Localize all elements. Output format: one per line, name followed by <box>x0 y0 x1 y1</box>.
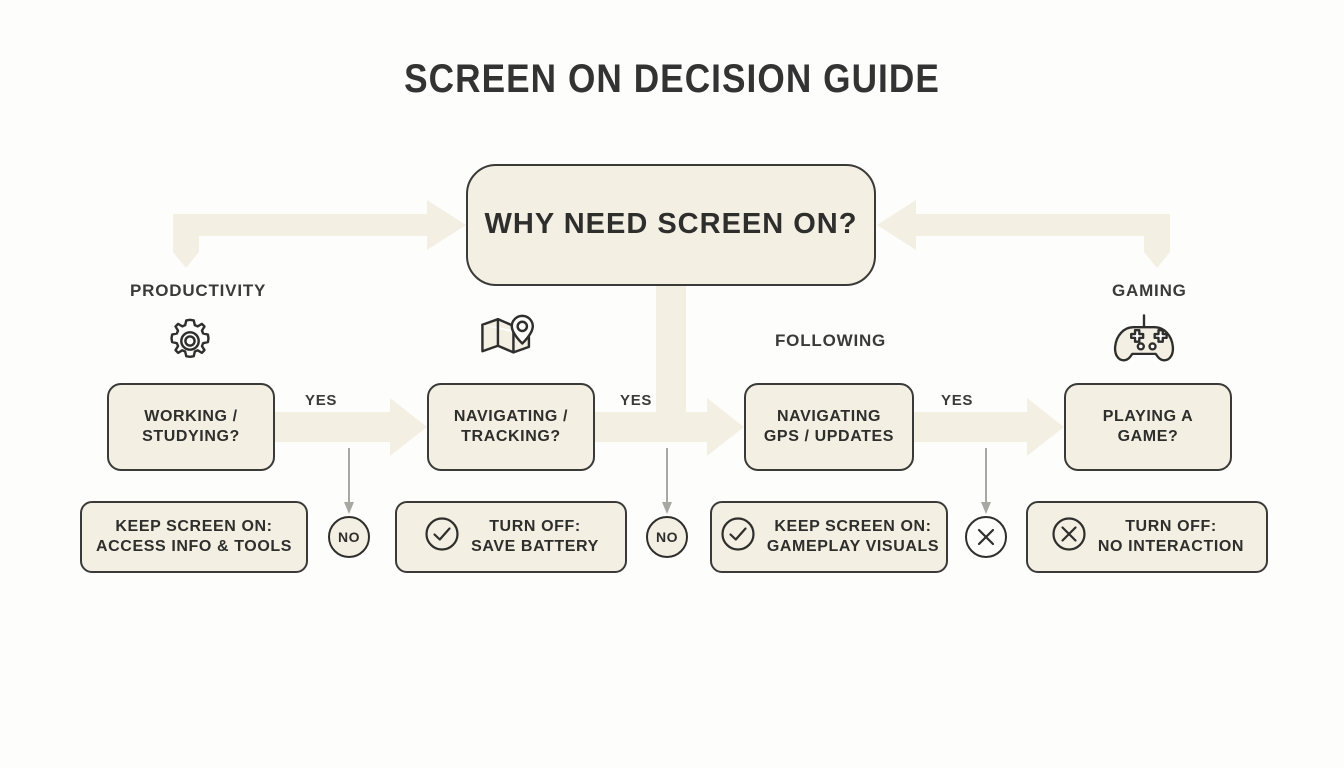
category-label-productivity: PRODUCTIVITY <box>130 281 267 300</box>
question-line-2: GAME? <box>1117 428 1179 445</box>
outcome-node-label: KEEP SCREEN ON: ACCESS INFO & TOOLS <box>96 517 292 558</box>
check-circle-icon <box>423 515 461 559</box>
outcome-node-turn-off-no-interaction[interactable]: TURN OFF: NO INTERACTION <box>1026 501 1268 573</box>
outcome-line-2: ACCESS INFO & TOOLS <box>96 538 293 555</box>
question-line-1: WORKING / <box>144 407 238 425</box>
edge-label-yes-3: YES <box>941 392 974 409</box>
outcome-line-1: TURN OFF: <box>489 517 581 535</box>
x-circle-icon <box>1050 515 1088 559</box>
question-line-1: NAVIGATING <box>776 407 882 425</box>
question-line-2: GPS / UPDATES <box>763 428 895 445</box>
root-node[interactable]: WHY NEED SCREEN ON? <box>466 164 876 286</box>
check-circle-icon <box>719 515 757 559</box>
outcome-node-label: KEEP SCREEN ON: GAMEPLAY VISUALS <box>767 517 939 558</box>
question-line-1: PLAYING A <box>1102 407 1194 425</box>
outcome-line-1: KEEP SCREEN ON: <box>115 517 273 535</box>
category-label-following: FOLLOWING <box>775 331 887 350</box>
outcome-line-2: NO INTERACTION <box>1097 538 1245 555</box>
badge-no-2: NO <box>646 516 688 558</box>
question-node-navigating-gps[interactable]: NAVIGATING GPS / UPDATES <box>744 383 914 471</box>
outcome-node-keep-screen-on-gameplay[interactable]: KEEP SCREEN ON: GAMEPLAY VISUALS <box>710 501 948 573</box>
x-icon <box>977 528 995 546</box>
outcome-line-2: SAVE BATTERY <box>471 538 599 555</box>
outcome-line-1: TURN OFF: <box>1125 517 1217 535</box>
arrow-yes-1 <box>275 398 427 456</box>
badge-no-1: NO <box>328 516 370 558</box>
badge-x-circle-3 <box>965 516 1007 558</box>
question-line-2: STUDYING? <box>142 428 240 445</box>
question-node-label: NAVIGATING GPS / UPDATES <box>764 407 894 448</box>
connector-no-3 <box>981 448 991 514</box>
arrow-yes-2 <box>595 398 744 456</box>
arrow-root-to-productivity <box>173 200 466 268</box>
badge-label: NO <box>656 529 678 545</box>
outcome-node-label: TURN OFF: SAVE BATTERY <box>471 517 599 558</box>
connector-no-2 <box>662 448 672 514</box>
arrow-root-stem <box>656 286 686 434</box>
outcome-node-turn-off-save-battery[interactable]: TURN OFF: SAVE BATTERY <box>395 501 627 573</box>
question-line-2: TRACKING? <box>461 428 561 445</box>
gear-icon <box>161 312 219 375</box>
edge-label-yes-2: YES <box>620 392 653 409</box>
gamepad-icon <box>1112 312 1176 373</box>
connector-no-1 <box>344 448 354 514</box>
outcome-node-keep-screen-on-access[interactable]: KEEP SCREEN ON: ACCESS INFO & TOOLS <box>80 501 308 573</box>
edge-label-yes-1: YES <box>305 392 338 409</box>
arrow-root-to-gaming <box>877 200 1170 268</box>
map-pin-icon <box>478 310 540 371</box>
question-node-label: WORKING / STUDYING? <box>142 407 240 448</box>
category-label-gaming: GAMING <box>1112 281 1187 300</box>
outcome-line-1: KEEP SCREEN ON: <box>774 517 932 535</box>
question-node-navigating-tracking[interactable]: NAVIGATING / TRACKING? <box>427 383 595 471</box>
question-node-label: NAVIGATING / TRACKING? <box>454 407 568 448</box>
question-node-label: PLAYING A GAME? <box>1103 407 1193 448</box>
badge-label: NO <box>338 529 360 545</box>
question-node-playing-game[interactable]: PLAYING A GAME? <box>1064 383 1232 471</box>
question-line-1: NAVIGATING / <box>453 407 569 425</box>
outcome-line-2: GAMEPLAY VISUALS <box>766 538 940 555</box>
root-node-label: WHY NEED SCREEN ON? <box>484 208 858 241</box>
arrow-yes-3 <box>914 398 1064 456</box>
outcome-node-label: TURN OFF: NO INTERACTION <box>1098 517 1244 558</box>
page-title: SCREEN ON DECISION GUIDE <box>404 57 940 101</box>
question-node-working-studying[interactable]: WORKING / STUDYING? <box>107 383 275 471</box>
